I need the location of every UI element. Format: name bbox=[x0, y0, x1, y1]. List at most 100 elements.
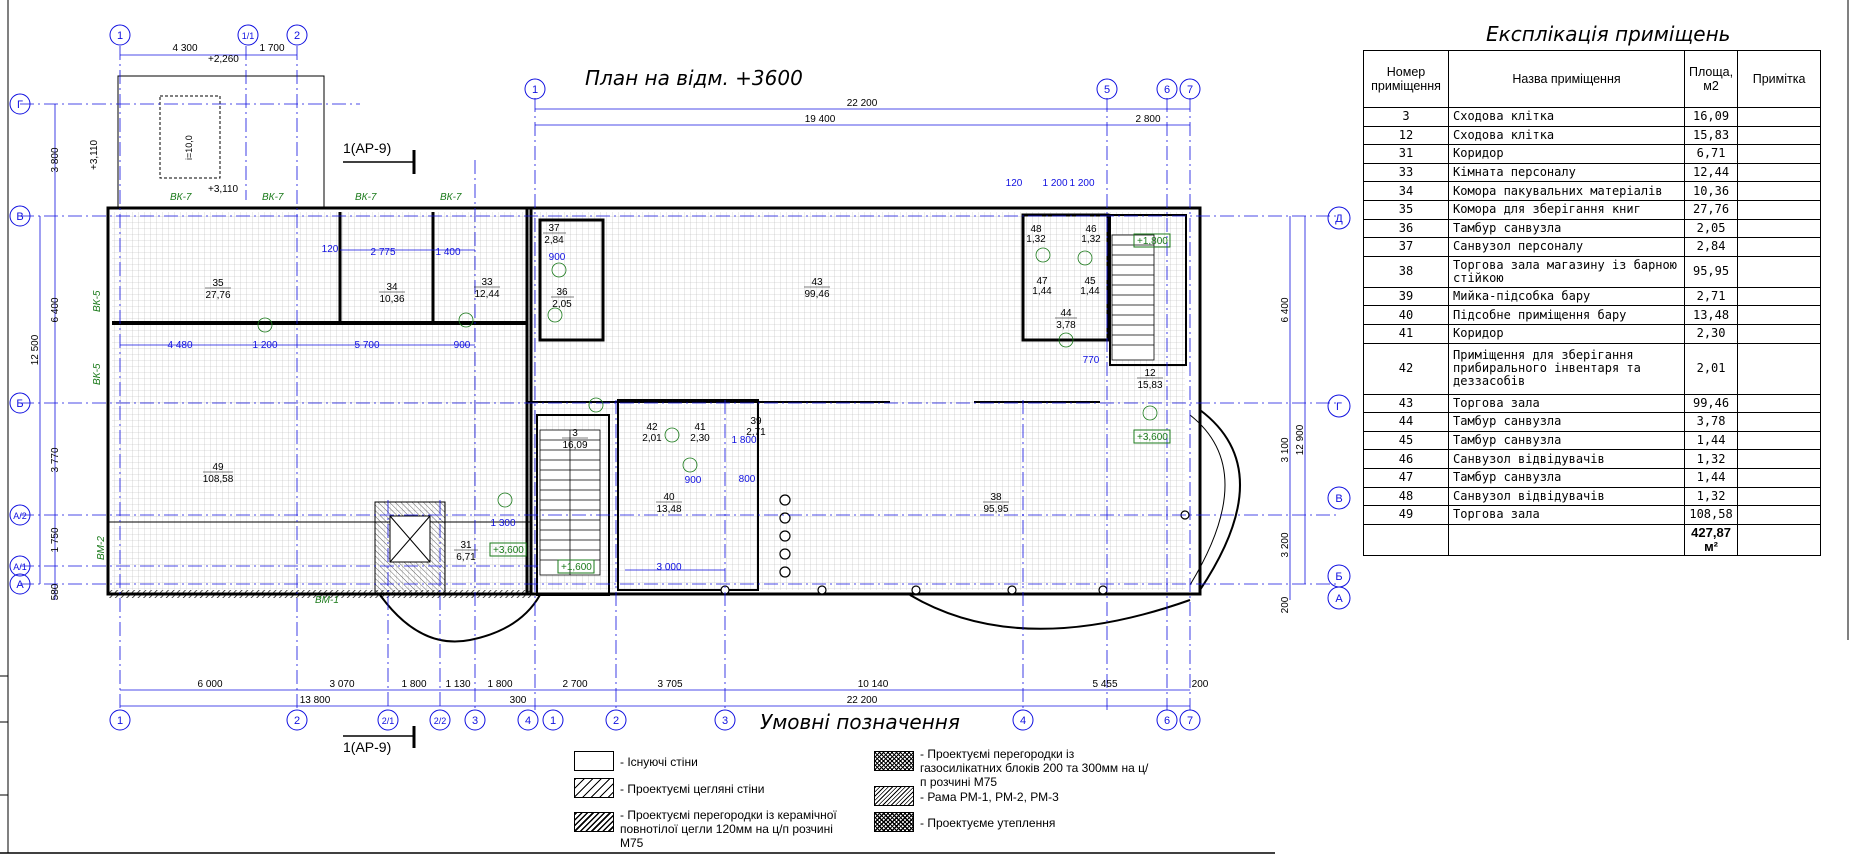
cell-name: Мийка-підсобка бару bbox=[1448, 286, 1685, 307]
cell-area: 2,71 bbox=[1683, 286, 1739, 307]
legend-item: - Проектуємі перегородки із керамічної п… bbox=[620, 808, 837, 850]
dim-text: 900 bbox=[685, 475, 702, 486]
dim-text: 3 100 bbox=[1280, 437, 1291, 462]
cell-area: 13,48 bbox=[1683, 305, 1739, 325]
explication-title: Експлікація приміщень bbox=[1486, 22, 1731, 46]
axis-label: 1 bbox=[532, 84, 538, 96]
dim-text: 19 400 bbox=[805, 114, 836, 125]
cell-area: 12,44 bbox=[1683, 162, 1739, 183]
explication-table: Номер приміщення Назва приміщення Площа,… bbox=[1363, 50, 1822, 556]
room-number: 42 bbox=[646, 422, 658, 433]
cell-note bbox=[1737, 342, 1822, 395]
cell-note bbox=[1737, 125, 1822, 146]
window-marks: ВК-7 ВК-7 ВК-7 ВК-7 ВК-5 ВК-5 ВМ-2 ВМ-1 bbox=[92, 192, 462, 606]
room-area: 16,09 bbox=[562, 440, 587, 451]
table-header-row: Номер приміщення Назва приміщення Площа,… bbox=[1363, 50, 1822, 108]
room-area: 1,32 bbox=[1081, 234, 1101, 245]
stairs bbox=[539, 234, 1155, 576]
dim-text: 2 800 bbox=[1135, 114, 1160, 125]
room-number: 47 bbox=[1036, 276, 1048, 287]
room-number: 34 bbox=[386, 282, 398, 293]
axis-label: 5 bbox=[1104, 84, 1110, 96]
room-area: 15,83 bbox=[1137, 380, 1162, 391]
dim-text: 13 800 bbox=[300, 695, 331, 706]
cell-num: 42 bbox=[1363, 342, 1449, 395]
legend-item: - Проектуємі перегородки із газосилікатн… bbox=[920, 747, 1149, 789]
room-area: 1,44 bbox=[1080, 286, 1100, 297]
axis-bubbles: 1 1/1 2 1 5 6 7 1 2 2/1 2/2 3 4 1 2 3 4 … bbox=[9, 24, 1351, 731]
cell-name: Тамбур санвузла bbox=[1448, 467, 1685, 488]
axis-label: 1 bbox=[117, 30, 123, 42]
cell-num: 41 bbox=[1363, 323, 1449, 344]
cell-num: 49 bbox=[1363, 505, 1449, 525]
cell-num: 3 bbox=[1363, 107, 1449, 127]
cell-name: Санвузол відвідувачів bbox=[1448, 486, 1685, 507]
level-text: +3,600 bbox=[493, 545, 524, 556]
legend-swatch-gasblock bbox=[874, 751, 914, 771]
cell-area: 1,44 bbox=[1683, 467, 1739, 488]
cell-note bbox=[1737, 107, 1822, 127]
cell-name: Сходова клітка bbox=[1448, 125, 1685, 146]
cell-note bbox=[1737, 486, 1822, 507]
window-mark: ВК-7 bbox=[262, 192, 284, 203]
legend-item: - Проектуєме утеплення bbox=[920, 816, 1056, 830]
header-number: Номер приміщення bbox=[1363, 50, 1449, 108]
cell-name: Кімната персоналу bbox=[1448, 162, 1685, 183]
dim-text: 770 bbox=[1083, 355, 1100, 366]
room-number: 12 bbox=[1144, 368, 1156, 379]
section-marks: 1(АР-9) 1(АР-9) bbox=[343, 140, 416, 755]
room-area: 99,46 bbox=[804, 289, 829, 300]
cell-name: Тамбур санвузла bbox=[1448, 218, 1685, 239]
cell-num: 40 bbox=[1363, 305, 1449, 325]
dim-text: 300 bbox=[510, 695, 527, 706]
dim-text: 6 400 bbox=[50, 297, 61, 322]
axis-label: Б bbox=[16, 398, 23, 410]
level-text: +1,600 bbox=[561, 562, 592, 573]
axis-label: Г bbox=[1336, 401, 1342, 413]
room-area: 2,30 bbox=[690, 433, 710, 444]
axis-label: 6 bbox=[1164, 715, 1170, 727]
room-number: 35 bbox=[212, 278, 224, 289]
dim-text: 120 bbox=[1006, 178, 1023, 189]
cell-note bbox=[1737, 430, 1822, 451]
header-name: Назва приміщення bbox=[1448, 50, 1685, 108]
legend-title: Умовні позначення bbox=[760, 710, 960, 734]
room-area: 1,32 bbox=[1026, 234, 1046, 245]
cell-area: 1,32 bbox=[1683, 486, 1739, 507]
axis-label: А bbox=[16, 579, 24, 591]
room-area: 2,84 bbox=[544, 235, 564, 246]
window-mark: ВК-7 bbox=[170, 192, 192, 203]
room-number: 39 bbox=[750, 416, 762, 427]
room-area: 2,05 bbox=[552, 299, 572, 310]
cell-area: 1,44 bbox=[1683, 430, 1739, 451]
legend-swatch-frame bbox=[874, 786, 914, 806]
cell-name: Комора пакувальних матеріалів bbox=[1448, 181, 1685, 201]
room-number: 33 bbox=[481, 277, 493, 288]
room-number: 44 bbox=[1060, 308, 1072, 319]
cell-area: 2,05 bbox=[1683, 218, 1739, 239]
window-mark: ВМ-2 bbox=[96, 536, 107, 560]
slope-text: i=10,0 bbox=[184, 135, 194, 160]
dim-text: 10 140 bbox=[858, 679, 889, 690]
cell-name: Тамбур санвузла bbox=[1448, 412, 1685, 432]
room-area: 6,71 bbox=[456, 552, 476, 563]
room-number: 46 bbox=[1085, 224, 1097, 235]
level-text: +2,260 bbox=[208, 54, 239, 65]
cell-area: 2,84 bbox=[1683, 237, 1739, 257]
dim-text: 1 700 bbox=[259, 43, 284, 54]
dim-text: 3 000 bbox=[656, 562, 681, 573]
inner-dimensions: 2 775 1 400 120 4 480 1 200 5 700 900 90… bbox=[167, 178, 1099, 573]
room-number: 31 bbox=[460, 540, 472, 551]
room-number: 36 bbox=[556, 287, 568, 298]
cell-num: 31 bbox=[1363, 144, 1449, 164]
axis-label: Д bbox=[1335, 213, 1343, 225]
cell-name: Тамбур санвузла bbox=[1448, 430, 1685, 451]
